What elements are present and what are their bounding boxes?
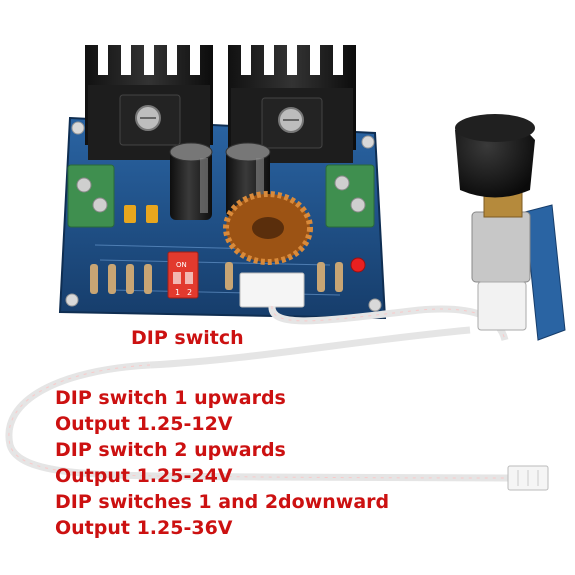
note-line: DIP switch 1 upwards	[55, 387, 286, 409]
potentiometer[interactable]	[455, 114, 566, 341]
dip-marking-2: 2	[187, 288, 192, 297]
terminal-block-left	[67, 164, 115, 228]
note-line: DIP switch 2 upwards	[55, 439, 286, 461]
note-line: Output 1.25-36V	[55, 517, 233, 539]
dip-switch-caption: DIP switch	[131, 327, 244, 349]
toroid-inductor	[223, 191, 313, 265]
capacitor-left	[169, 142, 213, 220]
smd-capacitor	[124, 205, 136, 223]
note-line: DIP switches 1 and 2downward	[55, 491, 390, 513]
regulator-chip-right	[261, 97, 323, 149]
dip-marking-1: 1	[175, 288, 180, 297]
board-connector	[239, 272, 305, 308]
ribbon-cable	[5, 305, 516, 482]
smd-capacitor	[146, 205, 158, 223]
terminal-block-right	[325, 164, 375, 228]
led-indicator	[350, 257, 366, 273]
dip-marking-on: ON	[176, 261, 187, 269]
cable-end-connector	[507, 465, 549, 491]
note-line: Output 1.25-12V	[55, 413, 233, 435]
note-line: Output 1.25-24V	[55, 465, 233, 487]
resistor-row	[90, 262, 343, 294]
dip-switch[interactable]: ON 1 2	[167, 251, 199, 299]
setting-notes: DIP switch 1 upwards Output 1.25-12V DIP…	[55, 385, 389, 541]
regulator-chip-left	[119, 94, 181, 146]
